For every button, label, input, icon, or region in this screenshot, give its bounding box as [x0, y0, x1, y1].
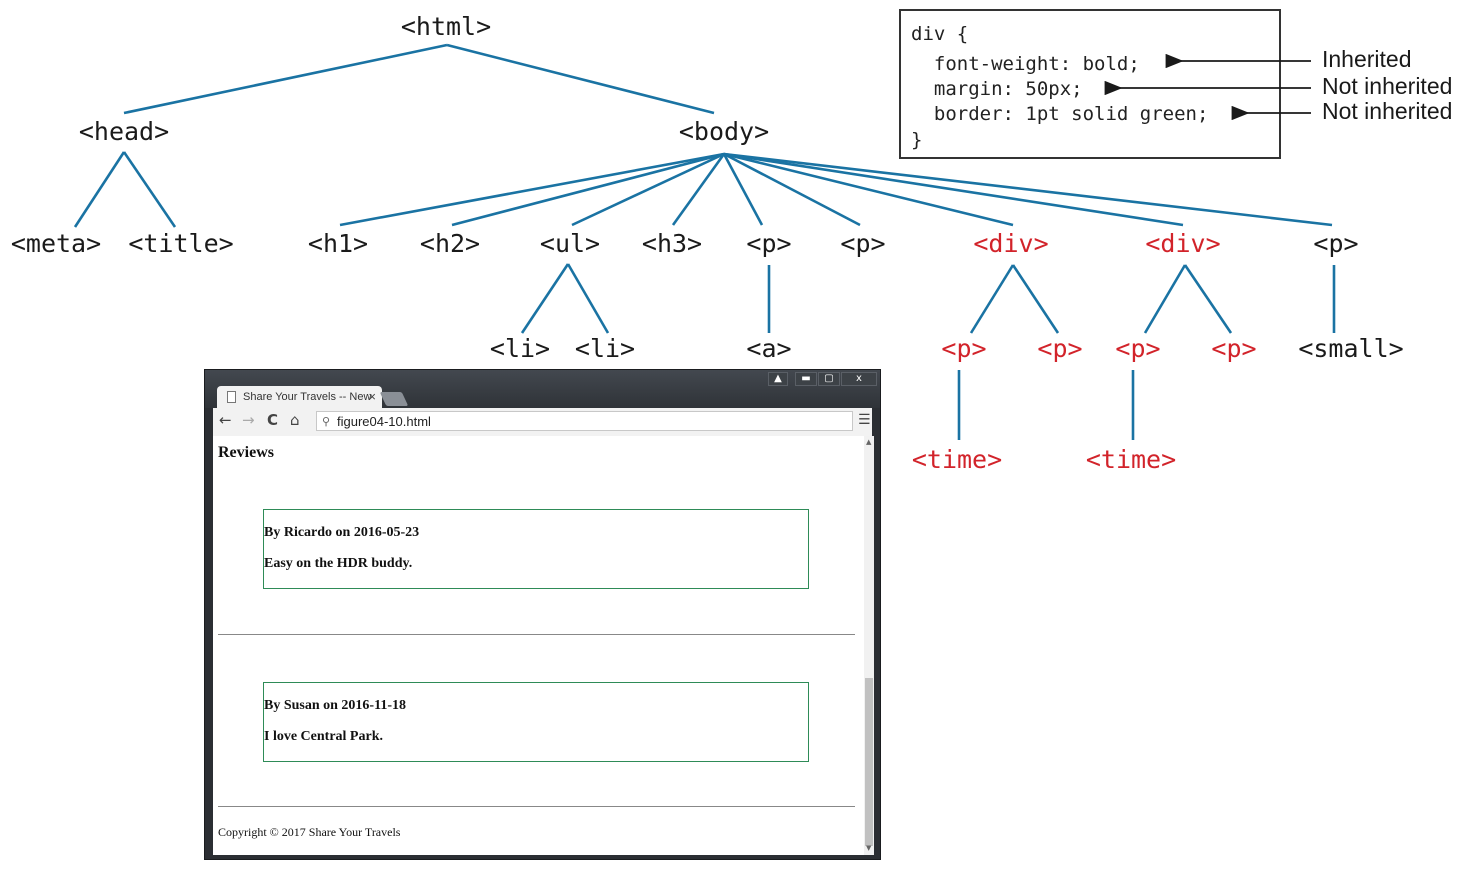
tree-node-d2p2: <p>: [1211, 334, 1256, 363]
profile-icon[interactable]: ▲: [768, 372, 788, 386]
tree-node-li2: <li>: [575, 334, 635, 363]
tree-node-d1p1: <p>: [941, 334, 986, 363]
tree-edge-body-h3: [671, 153, 726, 226]
address-bar[interactable]: ⚲ figure04-10.html: [316, 411, 853, 431]
tree-node-div1: <div>: [973, 229, 1048, 258]
minimize-icon[interactable]: ▬: [795, 372, 817, 386]
tree-edge-ul-li1: [520, 263, 570, 334]
tree-edge-body-h2: [451, 152, 725, 227]
scroll-up-icon[interactable]: ▲: [866, 438, 872, 446]
code-line: margin: 50px;: [911, 78, 1083, 100]
code-line: div {: [911, 23, 969, 45]
page-viewport: Reviews By Ricardo on 2016-05-23 Easy on…: [213, 436, 864, 855]
tree-edge-html-head: [123, 43, 448, 115]
divider: [218, 806, 855, 807]
browser-window: Share Your Travels -- New × ▲ ▬ ▢ x ← → …: [204, 369, 881, 860]
scroll-thumb[interactable]: [865, 678, 873, 846]
tree-edge-div1-d1p2: [1011, 264, 1060, 334]
review-text: I love Central Park.: [264, 729, 383, 744]
vertical-scrollbar[interactable]: ▲ ▼: [864, 436, 874, 855]
tree-node-small: <small>: [1298, 334, 1403, 363]
divider: [218, 634, 855, 635]
tree-edge-div2-d2p1: [1143, 264, 1187, 334]
review-text: Easy on the HDR buddy.: [264, 556, 413, 571]
new-tab-button[interactable]: [379, 392, 409, 406]
tree-node-p3: <p>: [1313, 229, 1358, 258]
annotation-not-inherited: Not inherited: [1322, 98, 1453, 124]
tree-node-d1p2: <p>: [1037, 334, 1082, 363]
tree-node-title: <title>: [128, 229, 233, 258]
browser-toolbar: ← → C ⌂ ⚲ figure04-10.html ☰: [213, 408, 872, 436]
tree-node-p1: <p>: [746, 229, 791, 258]
home-icon[interactable]: ⌂: [290, 411, 300, 429]
review-author: By Ricardo on 2016-05-23: [264, 525, 420, 540]
close-tab-icon[interactable]: ×: [368, 389, 376, 404]
tree-node-time1: <time>: [912, 445, 1002, 474]
code-line: font-weight: bold;: [911, 53, 1140, 75]
code-line: border: 1pt solid green;: [911, 103, 1209, 125]
search-icon: ⚲: [322, 416, 331, 428]
tree-node-h1: <h1>: [308, 229, 368, 258]
document-icon: [227, 391, 236, 403]
tree-edge-div1-d1p1: [969, 264, 1015, 334]
maximize-icon[interactable]: ▢: [818, 372, 840, 386]
tree-node-div2: <div>: [1145, 229, 1220, 258]
tree-node-html: <html>: [401, 12, 491, 41]
tree-edge-body-p1: [722, 153, 764, 226]
tree-node-meta: <meta>: [11, 229, 101, 258]
tree-edge-head-title: [122, 151, 177, 228]
reload-icon[interactable]: C: [267, 411, 279, 429]
tree-edge-head-meta: [73, 151, 126, 228]
tree-node-p2: <p>: [840, 229, 885, 258]
tree-edge-body-h1: [339, 152, 725, 227]
tree-edge-body-ul: [571, 152, 725, 227]
review-author: By Susan on 2016-11-18: [264, 698, 406, 713]
forward-arrow-icon[interactable]: →: [242, 411, 255, 429]
tree-node-body: <body>: [679, 117, 769, 146]
browser-titlebar: Share Your Travels -- New × ▲ ▬ ▢ x: [205, 370, 880, 410]
tree-node-a: <a>: [746, 334, 791, 363]
back-arrow-icon[interactable]: ←: [219, 411, 232, 429]
tree-node-ul: <ul>: [540, 229, 600, 258]
code-line: }: [911, 129, 923, 151]
tree-edge-body-p3: [723, 152, 1333, 227]
css-code-box: div { font-weight: bold; margin: 50px; b…: [899, 9, 1281, 159]
tree-node-h2: <h2>: [420, 229, 480, 258]
browser-tab[interactable]: Share Your Travels -- New ×: [217, 386, 382, 410]
window-close-icon[interactable]: x: [841, 372, 877, 386]
review-box: By Ricardo on 2016-05-23 Easy on the HDR…: [263, 509, 809, 589]
tree-node-h3: <h3>: [642, 229, 702, 258]
tree-edge-body-div1: [723, 152, 1014, 227]
tree-node-li1: <li>: [490, 334, 550, 363]
tab-title: Share Your Travels -- New: [243, 391, 372, 403]
address-text: figure04-10.html: [337, 414, 431, 429]
annotation-inherited: Inherited: [1322, 46, 1412, 72]
tree-node-head: <head>: [79, 117, 169, 146]
tree-edge-ul-li2: [566, 263, 610, 334]
tree-edge-body-div2: [723, 152, 1184, 227]
menu-icon[interactable]: ☰: [858, 412, 871, 428]
tree-edge-html-body: [446, 43, 715, 115]
review-box: By Susan on 2016-11-18 I love Central Pa…: [263, 682, 809, 762]
annotation-not-inherited: Not inherited: [1322, 73, 1453, 99]
scroll-down-icon[interactable]: ▼: [866, 844, 872, 852]
reviews-heading: Reviews: [218, 444, 274, 461]
tree-edge-div2-d2p2: [1183, 264, 1233, 334]
tree-node-time2: <time>: [1086, 445, 1176, 474]
tree-edge-body-p2: [723, 152, 861, 227]
copyright-text: Copyright © 2017 Share Your Travels: [218, 825, 401, 839]
tree-node-d2p1: <p>: [1115, 334, 1160, 363]
